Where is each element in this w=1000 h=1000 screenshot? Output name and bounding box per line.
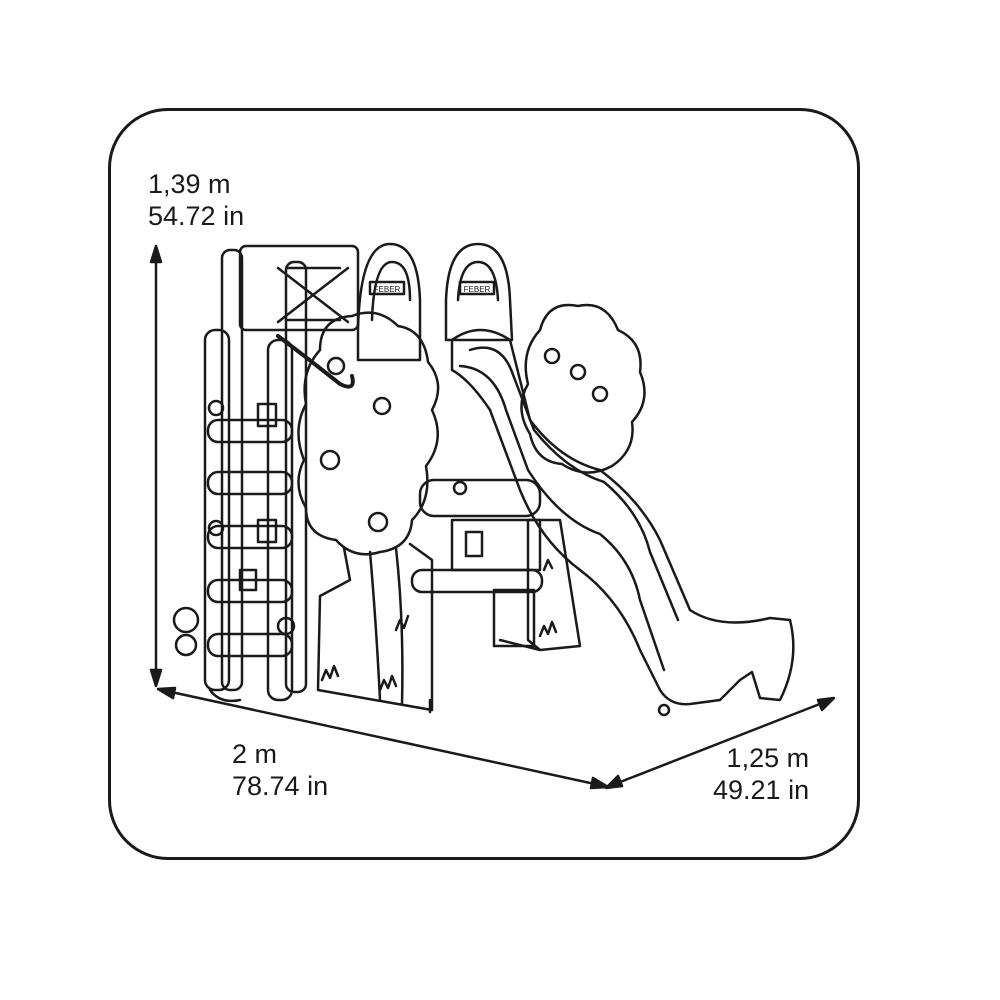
brand-tag-right: FEBER bbox=[464, 285, 491, 294]
handle-bar bbox=[276, 334, 355, 389]
tree-panel bbox=[297, 311, 440, 712]
width-imperial: 78.74 in bbox=[232, 771, 329, 801]
depth-dimension-label: 1,25 m 49.21 in bbox=[713, 742, 809, 806]
left-tower bbox=[172, 248, 308, 702]
height-dimension-line bbox=[149, 244, 163, 688]
small-tree-panel bbox=[520, 303, 646, 652]
base bbox=[208, 638, 542, 714]
height-imperial: 54.72 in bbox=[148, 201, 245, 231]
brand-tag-left: FEBER bbox=[374, 285, 401, 294]
width-dimension-line bbox=[156, 686, 610, 790]
height-dimension-label: 1,39 m 54.72 in bbox=[148, 168, 244, 232]
rounded-frame bbox=[108, 108, 860, 860]
depth-imperial: 49.21 in bbox=[713, 775, 810, 805]
width-metric: 2 m bbox=[232, 739, 278, 769]
depth-dimension-line bbox=[604, 696, 836, 790]
height-metric: 1,39 m bbox=[148, 169, 231, 199]
cross-panel bbox=[238, 244, 360, 332]
support-frame bbox=[410, 478, 544, 648]
depth-metric: 1,25 m bbox=[726, 743, 810, 773]
roof-arches bbox=[356, 242, 514, 362]
width-dimension-label: 2 m 78.74 in bbox=[232, 738, 328, 802]
slide bbox=[450, 328, 795, 717]
